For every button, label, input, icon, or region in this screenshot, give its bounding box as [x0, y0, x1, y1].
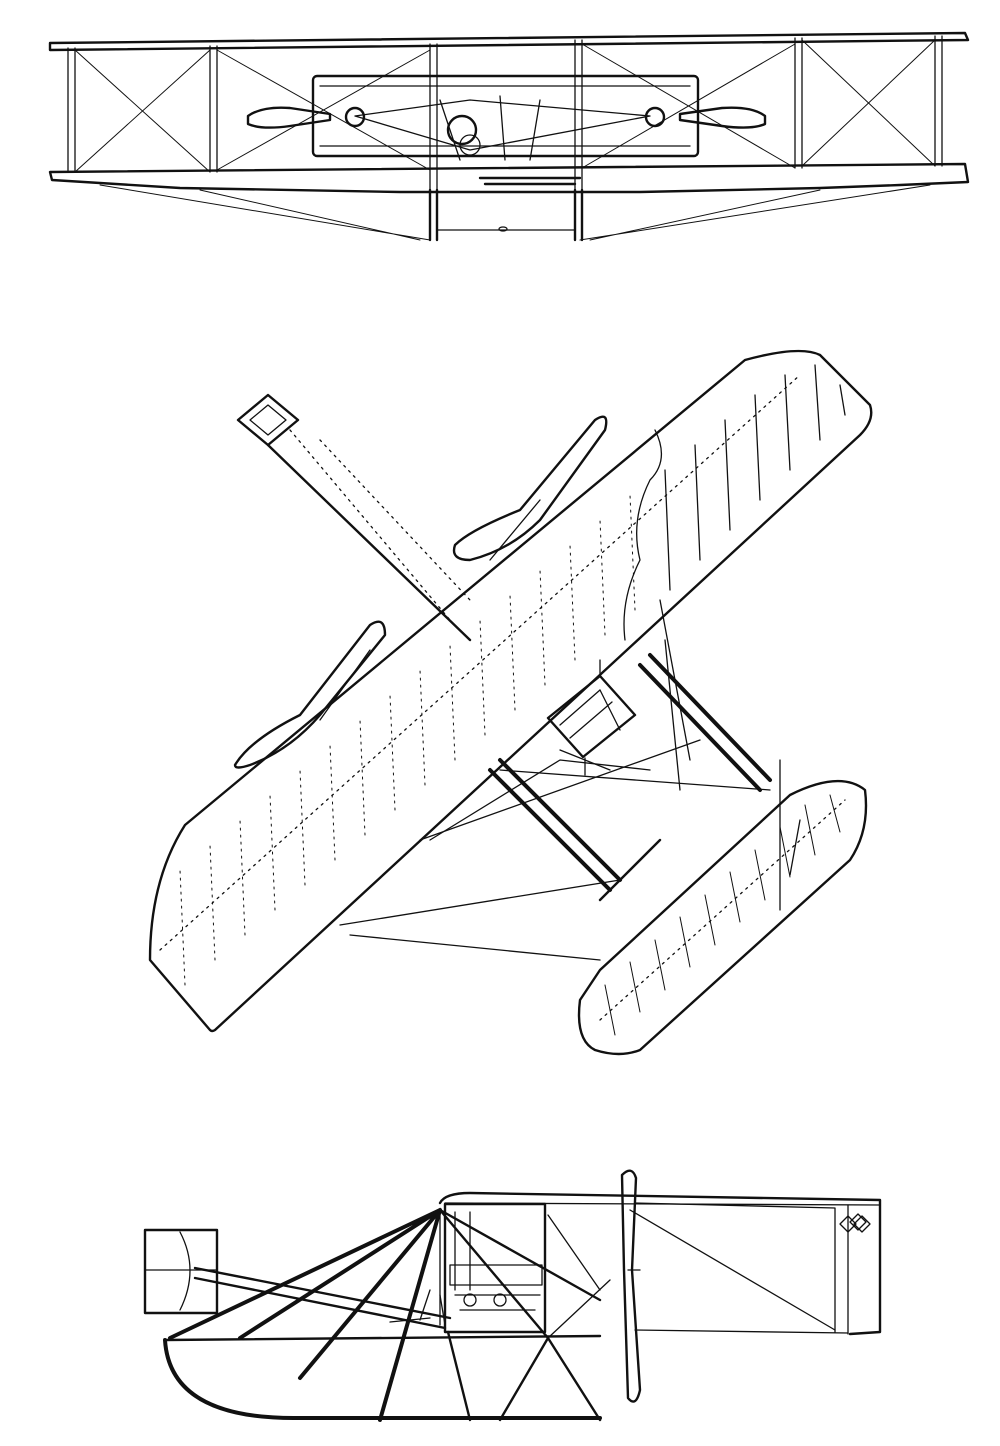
- front-elevator: [236, 393, 472, 642]
- landing-skids: [428, 188, 584, 242]
- plan-propellers: [233, 415, 608, 769]
- upper-wing: [48, 31, 970, 52]
- insignia-icon: [839, 1213, 871, 1233]
- tailplane: [577, 759, 868, 1056]
- plan-view: [148, 349, 873, 1056]
- tail-booms: [339, 653, 772, 961]
- side-view: [143, 1169, 882, 1422]
- plan-engine-box: [546, 599, 691, 791]
- side-elevator: [143, 1228, 452, 1330]
- main-wing: [148, 349, 873, 1033]
- bracing-wires: [74, 39, 936, 241]
- engine-section: [311, 74, 700, 186]
- side-propeller: [620, 1169, 642, 1403]
- side-skid: [163, 1334, 602, 1421]
- side-engine: [389, 1202, 547, 1334]
- interplane-struts: [67, 35, 943, 191]
- front-view: [48, 31, 970, 242]
- lower-wing: [48, 162, 970, 194]
- side-wings: [438, 1191, 882, 1336]
- side-bracing: [168, 1208, 611, 1422]
- propellers: [246, 106, 767, 129]
